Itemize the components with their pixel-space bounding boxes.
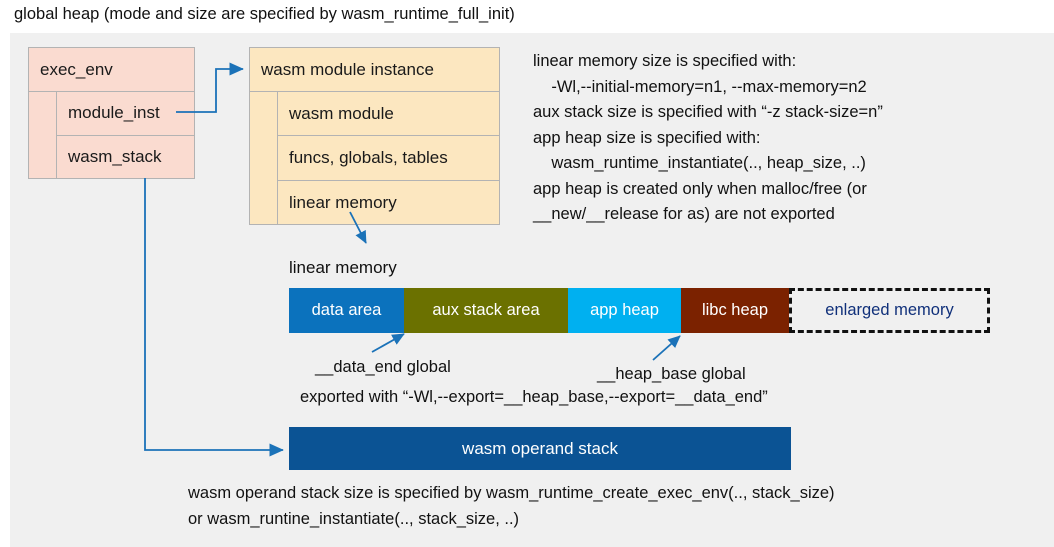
module-instance-rows: wasm module funcs, globals, tables linea… [278,92,499,225]
module-instance-field-wasm-module: wasm module [278,92,499,137]
memory-segment-libc-heap: libc heap [681,288,789,333]
module-instance-field-linear-memory: linear memory [289,192,397,212]
linear-memory-caption: linear memory [289,258,397,277]
export-annotation: exported with “-Wl,--export=__heap_base,… [300,388,768,406]
wasm-operand-stack-box: wasm operand stack [289,427,791,470]
linear-memory-note: linear memory size is specified with: -W… [533,52,883,223]
exec-env-field-wasm-stack: wasm_stack [68,147,162,167]
memory-segment-aux-stack-area: aux stack area [404,288,568,333]
wasm-module-instance-box: wasm module instance wasm module funcs, … [249,47,500,225]
operand-stack-note: wasm operand stack size is specified by … [188,484,835,528]
heap-base-annotation: __heap_base global [597,365,746,383]
exec-env-rows: module_inst wasm_stack [57,92,194,179]
module-instance-gutter [250,92,278,225]
memory-segment-data-area: data area [289,288,404,333]
data-end-annotation: __data_end global [315,358,451,376]
module-instance-body: wasm module funcs, globals, tables linea… [250,92,499,225]
exec-env-header: exec_env [29,48,194,92]
module-instance-header: wasm module instance [250,48,499,92]
memory-segment-enlarged-memory: enlarged memory [789,288,990,333]
page-title: global heap (mode and size are specified… [14,5,515,23]
module-instance-field-funcs-globals-tables: funcs, globals, tables [278,136,499,181]
exec-env-box: exec_env module_inst wasm_stack [28,47,195,179]
exec-env-body: module_inst wasm_stack [29,92,194,179]
exec-env-field-module-inst: module_inst [57,92,194,136]
memory-segment-app-heap: app heap [568,288,681,333]
exec-env-gutter [29,92,57,179]
